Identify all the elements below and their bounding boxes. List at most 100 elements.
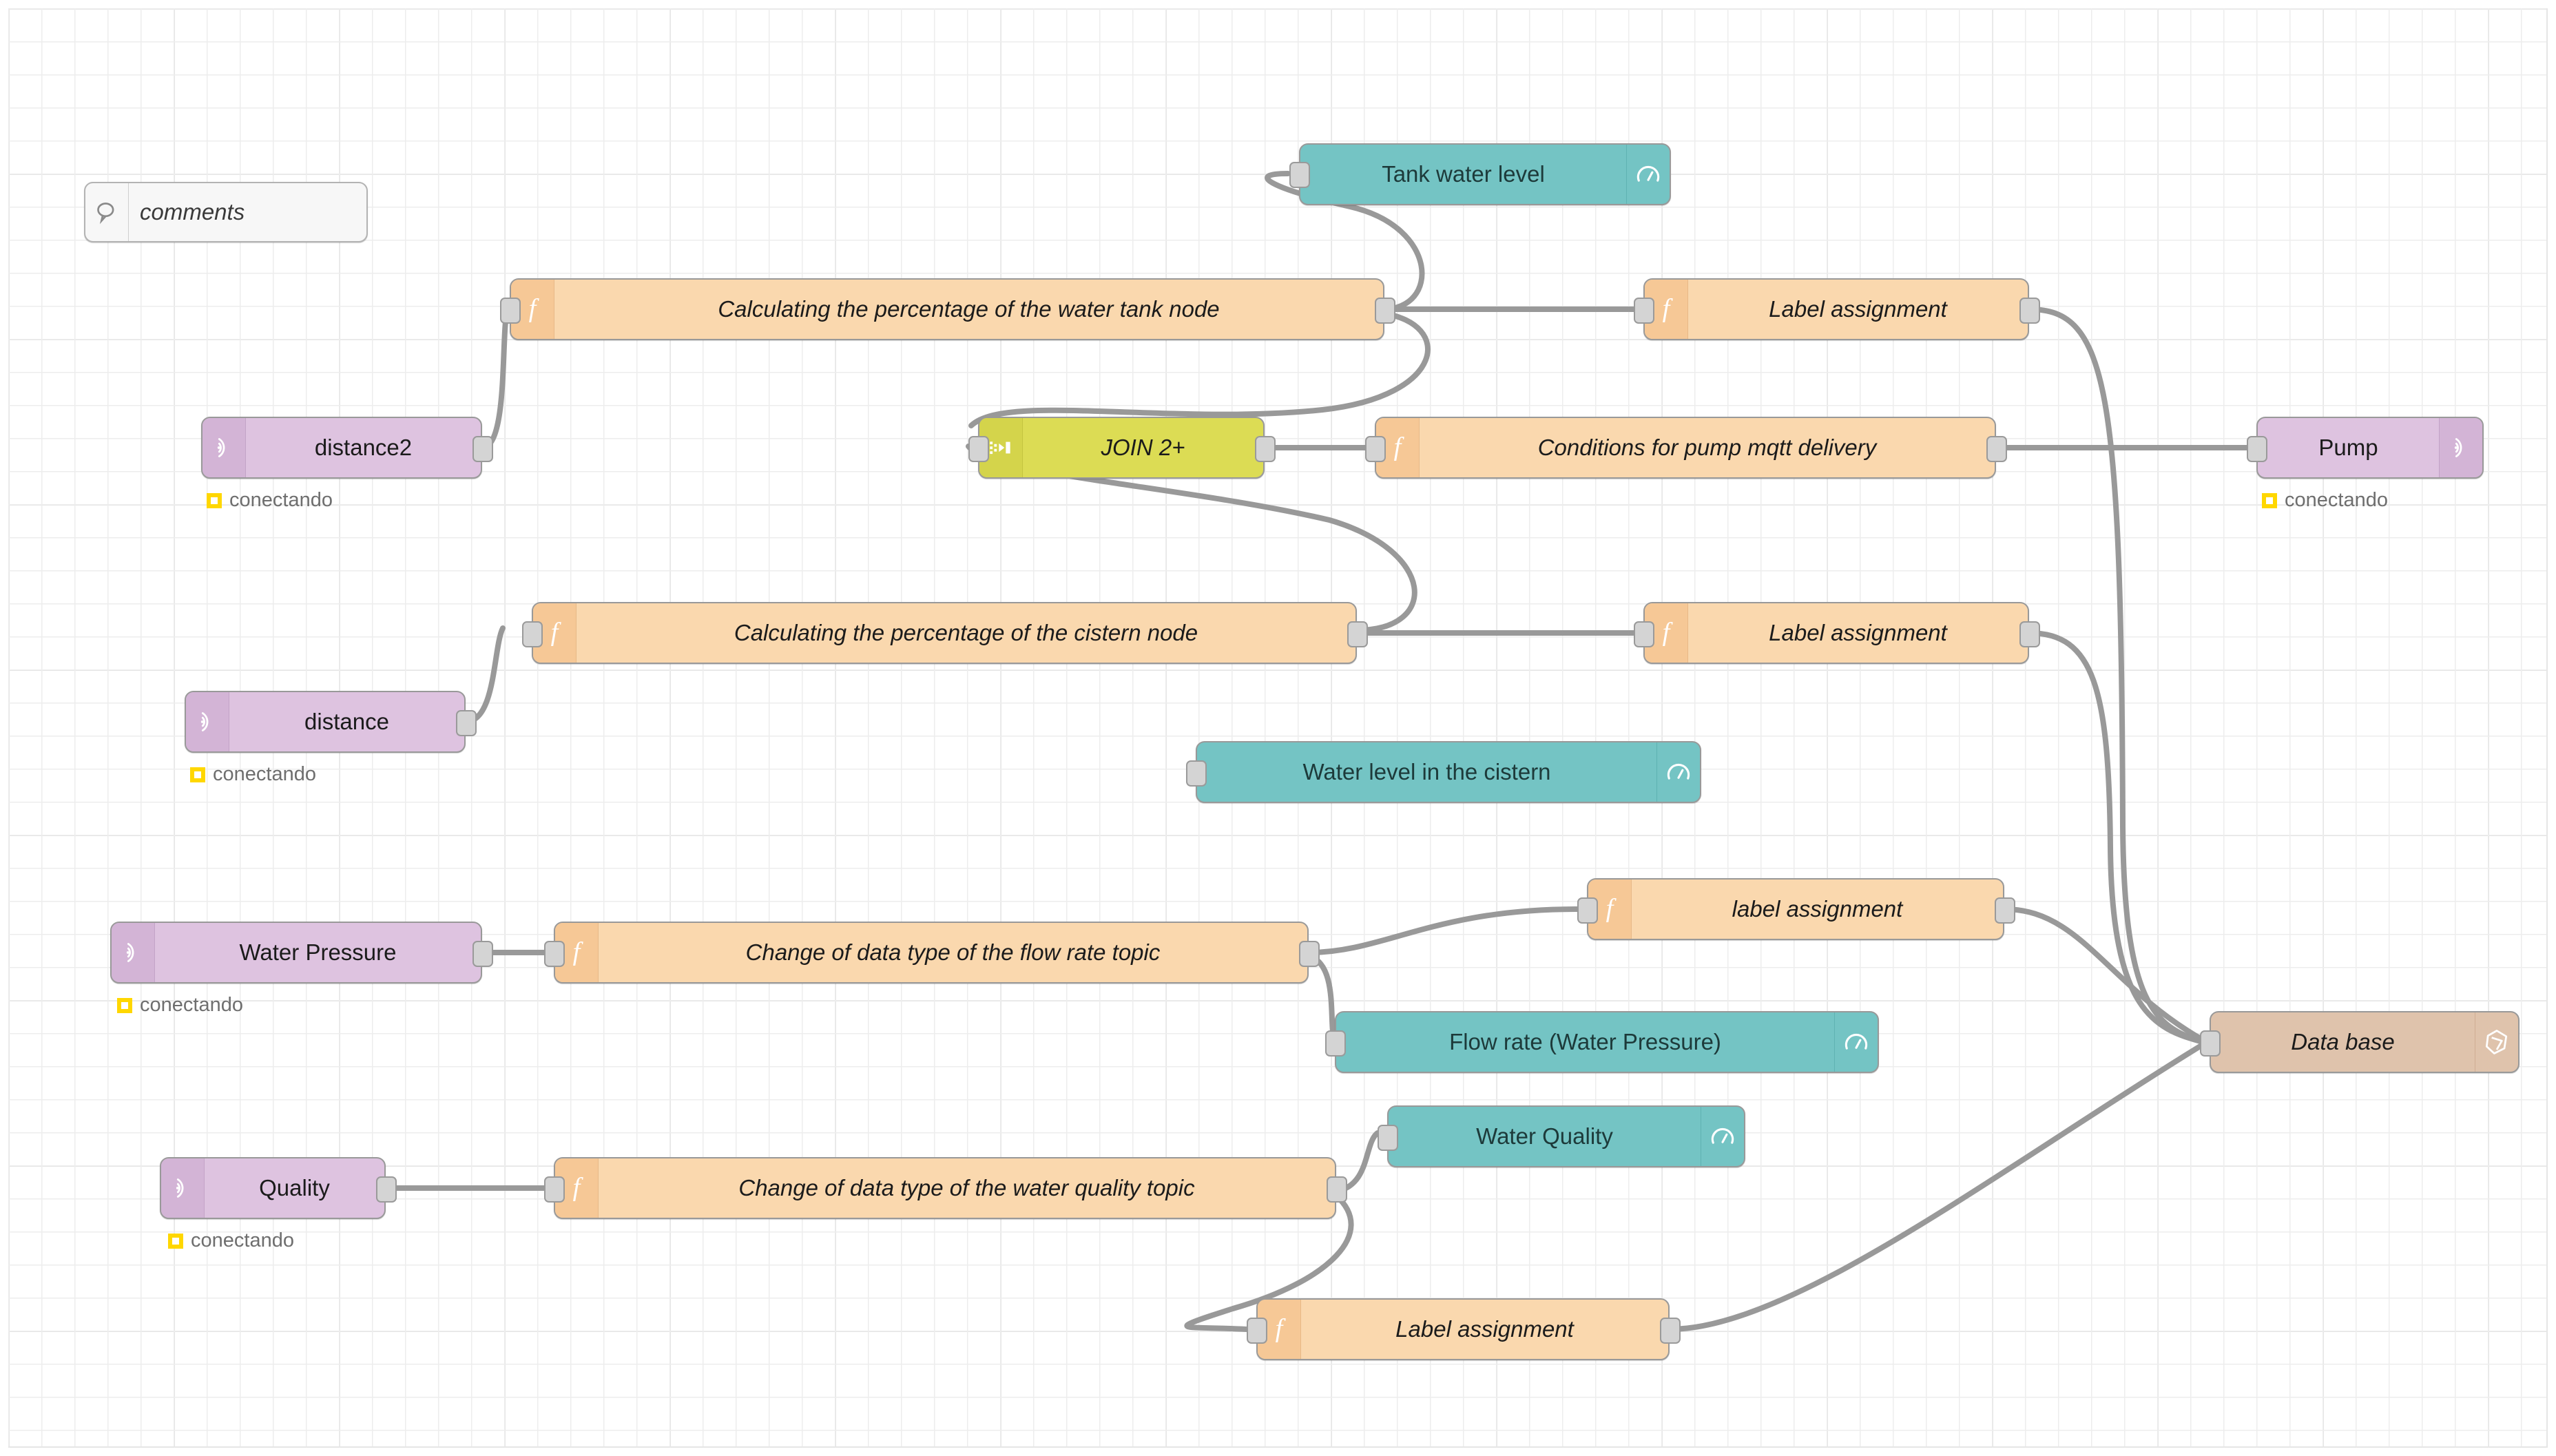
input-port-cistern-percentage[interactable]: [522, 621, 543, 647]
mqtt-node-distance2[interactable]: distance2: [201, 417, 482, 479]
input-port-database[interactable]: [2200, 1030, 2221, 1057]
comment-node[interactable]: comments: [84, 182, 368, 242]
output-port-flow-rate-type[interactable]: [1299, 941, 1320, 967]
output-port-quality[interactable]: [376, 1176, 397, 1203]
input-port-pump-conditions[interactable]: [1365, 436, 1386, 462]
status-indicator-icon: [190, 767, 205, 782]
output-port-cistern-percentage[interactable]: [1347, 621, 1368, 647]
input-port-pump[interactable]: [2247, 436, 2267, 462]
mqtt-label-distance: distance: [304, 709, 389, 734]
output-port-join[interactable]: [1255, 436, 1276, 462]
status-label: conectando: [229, 489, 333, 511]
output-port-water-pressure[interactable]: [472, 941, 493, 967]
gauge-label-water-quality: Water Quality: [1476, 1123, 1613, 1149]
mqtt-label-water-pressure: Water Pressure: [239, 939, 397, 965]
function-icon: f: [555, 1158, 599, 1218]
mqtt-node-distance[interactable]: distance: [185, 691, 466, 753]
database-label: Data base: [2291, 1029, 2395, 1054]
function-node-flow-rate-type[interactable]: f Change of data type of the flow rate t…: [554, 922, 1309, 984]
join-node[interactable]: JOIN 2+: [978, 417, 1265, 479]
input-port-quality-label[interactable]: [1247, 1318, 1267, 1344]
status-indicator-icon: [117, 997, 132, 1013]
gauge-node-cistern-level[interactable]: Water level in the cistern: [1196, 741, 1701, 803]
status-distance2: conectando: [207, 489, 333, 512]
function-node-cistern-percentage[interactable]: f Calculating the percentage of the cist…: [532, 602, 1357, 664]
function-label-tank-label: Label assignment: [1769, 296, 1947, 322]
mqtt-node-pump[interactable]: Pump: [2256, 417, 2484, 479]
gauge-icon: [1626, 145, 1670, 204]
status-label: conectando: [213, 763, 316, 785]
svg-text:f: f: [573, 937, 584, 966]
input-port-flow-label[interactable]: [1577, 897, 1598, 924]
function-node-quality-label-assignment[interactable]: f Label assignment: [1256, 1298, 1670, 1360]
influxdb-icon: [2475, 1012, 2518, 1072]
mqtt-label-pump: Pump: [2318, 435, 2378, 460]
status-label: conectando: [2285, 489, 2388, 511]
mqtt-icon: [202, 418, 246, 477]
mqtt-icon: [112, 923, 155, 982]
function-icon: f: [1376, 418, 1420, 477]
function-label-cistern-label: Label assignment: [1769, 620, 1947, 645]
database-node[interactable]: Data base: [2210, 1011, 2519, 1073]
function-node-quality-type[interactable]: f Change of data type of the water quali…: [554, 1157, 1336, 1219]
output-port-quality-type[interactable]: [1327, 1176, 1347, 1203]
status-pump: conectando: [2262, 489, 2388, 512]
svg-text:f: f: [1394, 433, 1405, 461]
output-port-distance2[interactable]: [472, 436, 493, 462]
input-port-cistern-label[interactable]: [1634, 621, 1654, 647]
gauge-node-tank-water-level[interactable]: Tank water level: [1299, 143, 1671, 205]
status-quality: conectando: [168, 1229, 294, 1252]
input-port-flow-gauge[interactable]: [1325, 1030, 1346, 1057]
gauge-icon: [1701, 1107, 1744, 1166]
mqtt-label-distance2: distance2: [314, 435, 413, 460]
input-port-quality-type[interactable]: [544, 1176, 565, 1203]
input-port-cistern-gauge[interactable]: [1186, 760, 1207, 787]
gauge-label-flow-rate: Flow rate (Water Pressure): [1449, 1029, 1721, 1054]
gauge-label-tank: Tank water level: [1382, 161, 1545, 187]
status-indicator-icon: [168, 1233, 183, 1249]
input-port-water-quality-gauge[interactable]: [1378, 1125, 1398, 1151]
gauge-icon: [1656, 742, 1700, 802]
input-port-flow-rate-type[interactable]: [544, 941, 565, 967]
svg-text:f: f: [529, 294, 540, 323]
mqtt-node-quality[interactable]: Quality: [160, 1157, 386, 1219]
gauge-icon: [1834, 1012, 1878, 1072]
input-port-tank-gauge[interactable]: [1289, 162, 1310, 188]
svg-text:f: f: [573, 1173, 584, 1202]
function-label-flow-rate-type: Change of data type of the flow rate top…: [745, 939, 1161, 965]
output-port-quality-label[interactable]: [1660, 1318, 1681, 1344]
function-node-flow-label-assignment[interactable]: f label assignment: [1587, 878, 2004, 940]
status-distance: conectando: [190, 763, 316, 786]
status-indicator-icon: [207, 492, 222, 508]
output-port-tank-percentage[interactable]: [1375, 298, 1395, 324]
gauge-node-flow-rate[interactable]: Flow rate (Water Pressure): [1335, 1011, 1879, 1073]
function-label-quality-label: Label assignment: [1395, 1316, 1574, 1342]
mqtt-node-water-pressure[interactable]: Water Pressure: [110, 922, 482, 984]
input-port-tank-percentage[interactable]: [500, 298, 521, 324]
mqtt-label-quality: Quality: [259, 1175, 330, 1200]
function-node-tank-label-assignment[interactable]: f Label assignment: [1643, 278, 2029, 340]
mqtt-icon: [2439, 418, 2482, 477]
gauge-node-water-quality[interactable]: Water Quality: [1387, 1105, 1745, 1167]
function-node-pump-conditions[interactable]: f Conditions for pump mqtt delivery: [1375, 417, 1996, 479]
function-label-pump-conditions: Conditions for pump mqtt delivery: [1537, 435, 1877, 460]
join-label: JOIN 2+: [1101, 435, 1185, 460]
output-port-cistern-label[interactable]: [2019, 621, 2040, 647]
output-port-tank-label[interactable]: [2019, 298, 2040, 324]
function-label-tank-percentage: Calculating the percentage of the water …: [718, 296, 1220, 322]
input-port-tank-label[interactable]: [1634, 298, 1654, 324]
input-port-join[interactable]: [968, 436, 989, 462]
mqtt-icon: [161, 1158, 205, 1218]
svg-text:f: f: [1663, 294, 1674, 323]
function-node-cistern-label-assignment[interactable]: f Label assignment: [1643, 602, 2029, 664]
function-node-tank-percentage[interactable]: f Calculating the percentage of the wate…: [510, 278, 1384, 340]
comment-label: comments: [140, 199, 245, 225]
comment-bubble-icon: [85, 183, 129, 241]
gauge-label-cistern: Water level in the cistern: [1302, 759, 1551, 784]
output-port-pump-conditions[interactable]: [1986, 436, 2007, 462]
status-label: conectando: [140, 994, 243, 1016]
output-port-distance[interactable]: [456, 710, 477, 736]
svg-text:f: f: [1663, 618, 1674, 647]
output-port-flow-label[interactable]: [1995, 897, 2015, 924]
